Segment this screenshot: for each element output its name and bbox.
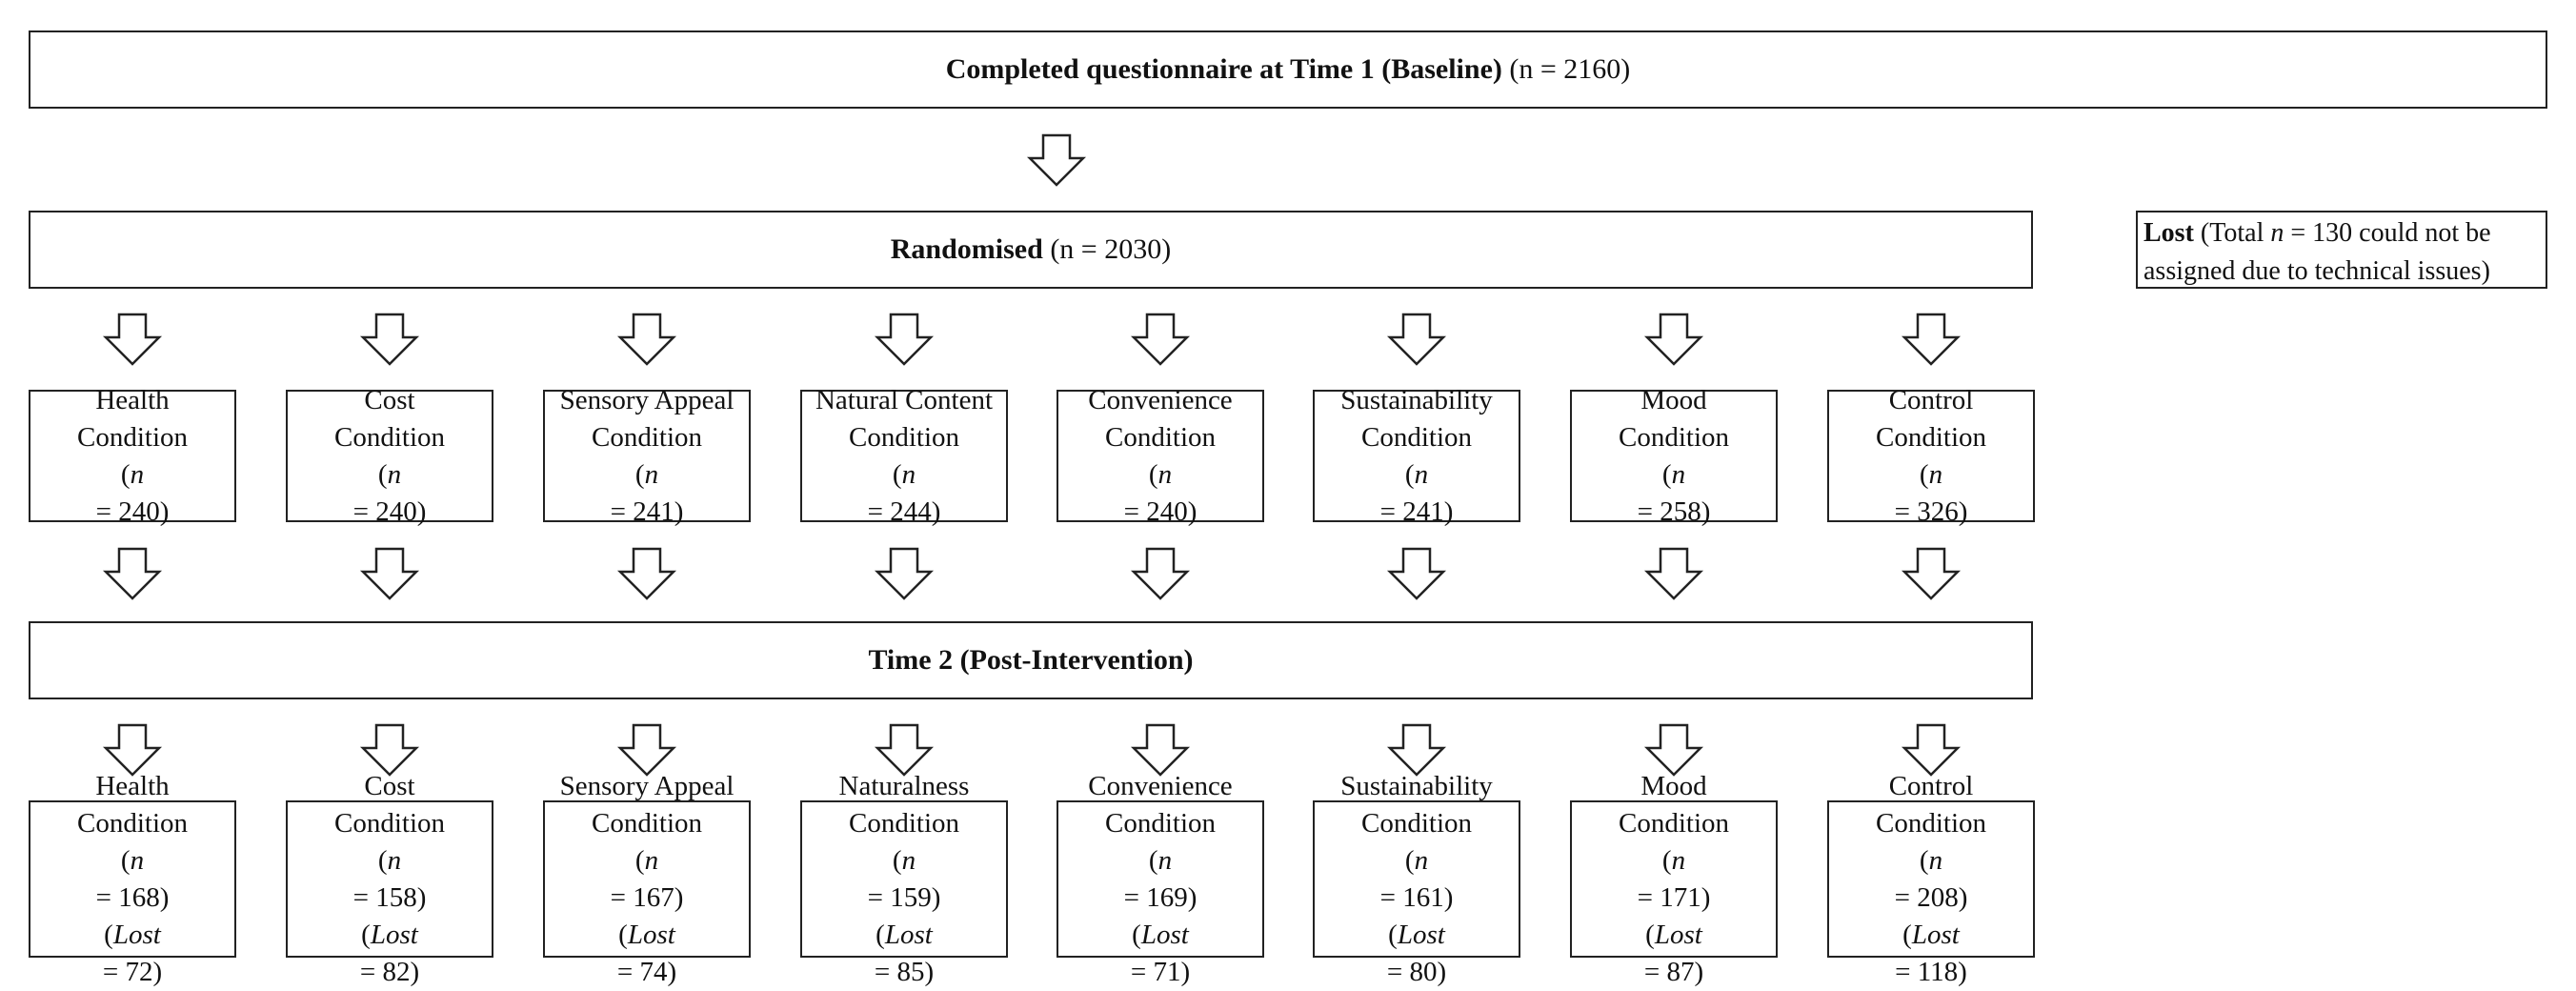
condition-name-line2: Condition bbox=[1360, 807, 1472, 839]
down-arrow-icon bbox=[102, 723, 163, 777]
condition-name-line2: Condition bbox=[1104, 807, 1216, 839]
condition-name-line2: Condition bbox=[1618, 421, 1729, 453]
condition-n: (n = 244) bbox=[867, 458, 941, 527]
down-arrow-icon bbox=[1386, 547, 1447, 600]
condition-name-line2: Condition bbox=[333, 807, 445, 839]
down-arrow-icon bbox=[1643, 723, 1704, 777]
condition-n: (n = 159) bbox=[867, 844, 941, 913]
down-arrow-icon bbox=[359, 723, 420, 777]
down-arrow-icon bbox=[359, 547, 420, 600]
condition-name-line1: Sensory Appeal bbox=[559, 384, 735, 415]
baseline-label: Completed questionnaire at Time 1 (Basel… bbox=[945, 53, 1631, 85]
condition-name-line1: Sustainability bbox=[1340, 384, 1493, 415]
condition-n: (n = 240) bbox=[95, 458, 170, 527]
condition-n: (n = 241) bbox=[610, 458, 684, 527]
baseline-box: Completed questionnaire at Time 1 (Basel… bbox=[29, 30, 2547, 109]
down-arrow-icon bbox=[1130, 313, 1191, 366]
condition-n: (n = 208) bbox=[1894, 844, 1968, 913]
down-arrow-icon bbox=[1386, 723, 1447, 777]
condition-n: (n = 240) bbox=[1123, 458, 1197, 527]
condition-lost: (Lost = 71) bbox=[1130, 919, 1191, 987]
condition-name-line2: Condition bbox=[1104, 421, 1216, 453]
down-arrow-icon bbox=[616, 547, 677, 600]
condition-n: (n = 240) bbox=[352, 458, 427, 527]
condition-name-line1: Mood bbox=[1640, 384, 1707, 415]
down-arrow-icon bbox=[1643, 547, 1704, 600]
down-arrow-icon bbox=[359, 313, 420, 366]
condition-n: (n = 161) bbox=[1379, 844, 1454, 913]
down-arrow-icon bbox=[1130, 547, 1191, 600]
condition-n: (n = 171) bbox=[1637, 844, 1711, 913]
condition-lost: (Lost = 82) bbox=[359, 919, 420, 987]
condition-name-line2: Condition bbox=[848, 421, 959, 453]
condition-name-line2: Condition bbox=[76, 421, 188, 453]
down-arrow-icon bbox=[874, 547, 935, 600]
down-arrow-icon bbox=[1643, 313, 1704, 366]
down-arrow-icon bbox=[616, 313, 677, 366]
condition-name-line2: Condition bbox=[1875, 421, 1986, 453]
condition-lost: (Lost = 72) bbox=[102, 919, 163, 987]
condition-n: (n = 258) bbox=[1637, 458, 1711, 527]
down-arrow-icon bbox=[102, 313, 163, 366]
condition-lost: (Lost = 118) bbox=[1895, 919, 1967, 987]
down-arrow-icon bbox=[616, 723, 677, 777]
lost-note-line1: Lost (Total n = 130 could not be bbox=[2143, 218, 2491, 248]
condition-name-line1: Natural Content bbox=[815, 384, 994, 415]
condition-name-line2: Condition bbox=[591, 807, 702, 839]
condition-name-line2: Condition bbox=[1618, 807, 1729, 839]
condition-n: (n = 169) bbox=[1123, 844, 1197, 913]
condition-name-line2: Condition bbox=[848, 807, 959, 839]
randomised-box: Randomised (n = 2030) bbox=[29, 211, 2033, 289]
condition-n: (n = 168) bbox=[95, 844, 170, 913]
condition-name-line2: Condition bbox=[333, 421, 445, 453]
condition-n: (n = 158) bbox=[352, 844, 427, 913]
condition-name-line2: Condition bbox=[76, 807, 188, 839]
time2-box: Time 2 (Post-Intervention) bbox=[29, 621, 2033, 699]
condition-name-line1: Cost bbox=[364, 384, 415, 415]
condition-lost: (Lost = 80) bbox=[1386, 919, 1447, 987]
lost-note-line2: assigned due to technical issues) bbox=[2143, 256, 2490, 286]
down-arrow-icon bbox=[1026, 133, 1087, 187]
down-arrow-icon bbox=[1901, 723, 1962, 777]
condition-lost: (Lost = 85) bbox=[874, 919, 935, 987]
condition-name-line1: Convenience bbox=[1088, 384, 1233, 415]
down-arrow-icon bbox=[102, 547, 163, 600]
condition-name-line2: Condition bbox=[591, 421, 702, 453]
down-arrow-icon bbox=[1386, 313, 1447, 366]
lost-note-box: Lost (Total n = 130 could not be assigne… bbox=[2136, 211, 2547, 289]
condition-name-line1: Health bbox=[95, 384, 170, 415]
randomised-label: Randomised (n = 2030) bbox=[890, 233, 1172, 265]
condition-name-line2: Condition bbox=[1360, 421, 1472, 453]
down-arrow-icon bbox=[1901, 547, 1962, 600]
down-arrow-icon bbox=[1130, 723, 1191, 777]
condition-n: (n = 326) bbox=[1894, 458, 1968, 527]
time2-label: Time 2 (Post-Intervention) bbox=[868, 644, 1194, 676]
condition-n: (n = 167) bbox=[610, 844, 684, 913]
down-arrow-icon bbox=[1901, 313, 1962, 366]
down-arrow-icon bbox=[874, 313, 935, 366]
condition-lost: (Lost = 87) bbox=[1643, 919, 1704, 987]
condition-lost: (Lost = 74) bbox=[616, 919, 677, 987]
condition-n: (n = 241) bbox=[1379, 458, 1454, 527]
condition-name-line1: Control bbox=[1888, 384, 1974, 415]
condition-name-line2: Condition bbox=[1875, 807, 1986, 839]
down-arrow-icon bbox=[874, 723, 935, 777]
